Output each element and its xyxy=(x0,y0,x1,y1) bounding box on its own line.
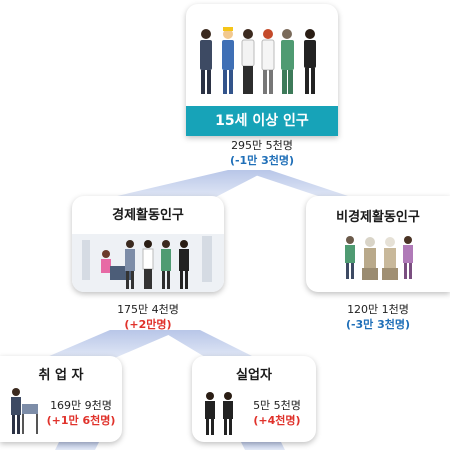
unemployed-stats: 5만 5천명 (+4천명) xyxy=(240,398,314,428)
unemployed-change: (+4천명) xyxy=(253,414,301,427)
unemployed-value: 5만 5천명 xyxy=(253,399,301,412)
employed-label: 취 업 자 xyxy=(38,368,84,383)
unemployed-card: 실업자 5만 5천명 (+4천명) xyxy=(192,356,316,442)
desk-worker-illustration xyxy=(11,388,38,434)
connector-active-to-employed xyxy=(40,330,180,360)
job-seekers-illustration xyxy=(205,392,233,435)
economically-active-label: 경제활동인구 xyxy=(112,208,184,223)
economically-inactive-label: 비경제활동인구 xyxy=(336,210,420,225)
population15-change: (-1만 3천명) xyxy=(229,154,295,167)
employed-card: 취 업 자 169만 9천명 (+1만 6천명) xyxy=(0,356,122,442)
group-of-workers-illustration xyxy=(200,27,316,94)
employed-stats: 169만 9천명 (+1만 6천명) xyxy=(40,398,122,428)
connector-unemployed-down xyxy=(240,440,285,450)
economically-inactive-change: (-3만 3천명) xyxy=(345,318,411,331)
employed-change: (+1만 6천명) xyxy=(46,414,116,427)
economically-inactive-value: 120만 1천명 xyxy=(347,303,409,316)
economically-active-change: (+2만명) xyxy=(124,318,172,331)
connector-employed-down xyxy=(55,440,100,450)
employed-value: 169만 9천명 xyxy=(50,399,112,412)
population15-stats: 295만 5천명 (-1만 3천명) xyxy=(200,138,324,168)
economically-inactive-card: 비경제활동인구 xyxy=(306,196,450,292)
elderly-people-illustration xyxy=(345,236,413,280)
population15-value: 295만 5천명 xyxy=(231,139,293,152)
connector-top-to-inactive xyxy=(240,170,360,200)
economically-active-value: 175만 4천명 xyxy=(117,303,179,316)
economically-active-stats: 175만 4천명 (+2만명) xyxy=(86,302,210,332)
office-workers-illustration xyxy=(72,234,224,292)
connector-active-to-unemployed xyxy=(160,330,260,360)
population15-card: 15세 이상 인구 xyxy=(186,4,338,136)
connector-top-to-active xyxy=(100,170,268,200)
unemployed-label: 실업자 xyxy=(236,368,272,383)
population15-label: 15세 이상 인구 xyxy=(186,106,338,136)
economically-active-card: 경제활동인구 xyxy=(72,196,224,292)
economically-inactive-stats: 120만 1천명 (-3만 3천명) xyxy=(316,302,440,332)
